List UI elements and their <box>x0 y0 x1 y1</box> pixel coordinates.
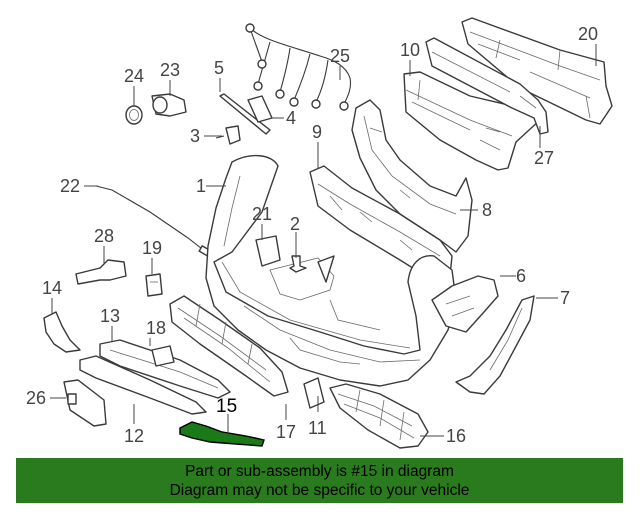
part-1-bumper-cover[interactable] <box>205 155 457 387</box>
callout-21: 21 <box>252 204 272 224</box>
callout-27: 27 <box>534 148 554 168</box>
part-5-molding-strip[interactable] <box>219 93 271 135</box>
callout-6: 6 <box>516 266 526 286</box>
callout-2: 2 <box>290 214 300 234</box>
callout-5: 5 <box>214 58 224 78</box>
part-18-bracket[interactable] <box>151 345 175 367</box>
callout-7: 7 <box>560 288 570 308</box>
callout-3: 3 <box>190 126 200 146</box>
part-23-parking-sensor[interactable] <box>151 93 187 117</box>
part-9-mount-carrier[interactable] <box>309 165 453 281</box>
part-26-plate[interactable] <box>63 379 107 427</box>
callout-9: 9 <box>312 122 322 142</box>
banner-line-part-info: Part or sub-assembly is #15 in diagram <box>185 462 454 480</box>
callout-11: 11 <box>308 418 327 438</box>
leader-lines <box>50 44 597 437</box>
callout-18: 18 <box>146 318 166 338</box>
part-2-push-pin[interactable] <box>289 255 307 273</box>
callout-1: 1 <box>196 176 206 196</box>
part-21-bracket[interactable] <box>255 235 281 267</box>
callout-17: 17 <box>276 422 296 442</box>
callout-22: 22 <box>60 176 80 196</box>
part-10-impact-bar[interactable] <box>403 71 541 171</box>
callout-16: 16 <box>446 426 466 446</box>
callout-13: 13 <box>100 306 120 326</box>
part-27-bracket[interactable] <box>425 37 549 135</box>
callout-10: 10 <box>400 40 420 60</box>
part-7-side-trim[interactable] <box>455 295 535 395</box>
banner-line-disclaimer: Diagram may not be specific to your vehi… <box>169 481 470 499</box>
callout-20: 20 <box>578 24 598 44</box>
part-12-lower-trim[interactable] <box>79 355 207 415</box>
part-8-side-bracket[interactable] <box>351 99 473 253</box>
callout-23: 23 <box>160 60 180 80</box>
part-3-screw[interactable] <box>215 125 241 145</box>
part-19-bracket[interactable] <box>145 273 163 297</box>
part-17-lower-grille[interactable] <box>169 295 289 397</box>
part-28-sensor[interactable] <box>75 259 127 285</box>
info-banner: Part or sub-assembly is #15 in diagram D… <box>16 458 623 503</box>
parts-diagram: 1 2 3 4 5 6 7 8 9 10 11 12 13 14 15 16 1… <box>26 17 613 449</box>
callout-4: 4 <box>286 108 296 128</box>
callout-8: 8 <box>482 200 492 220</box>
callout-14: 14 <box>42 278 62 298</box>
callout-28: 28 <box>94 226 114 246</box>
callout-24: 24 <box>124 66 144 86</box>
part-11-cap[interactable] <box>303 377 325 409</box>
part-16-grille[interactable] <box>329 383 429 449</box>
part-25-wiring-harness[interactable] <box>245 23 352 111</box>
callout-25: 25 <box>330 46 350 66</box>
part-6-side-bracket[interactable] <box>431 275 499 333</box>
callout-19: 19 <box>142 238 162 258</box>
part-24-sensor-ring[interactable] <box>125 105 143 125</box>
callout-12: 12 <box>124 426 144 446</box>
callout-15-highlighted: 15 <box>216 396 237 417</box>
callout-26: 26 <box>26 388 46 408</box>
callout-labels: 1 2 3 4 5 6 7 8 9 10 11 12 13 14 15 16 1… <box>26 24 598 446</box>
part-13-absorber[interactable] <box>99 339 231 399</box>
part-15-highlighted[interactable] <box>179 421 265 447</box>
part-14-trim[interactable] <box>43 311 81 353</box>
part-20-reinforcement[interactable] <box>461 17 613 125</box>
